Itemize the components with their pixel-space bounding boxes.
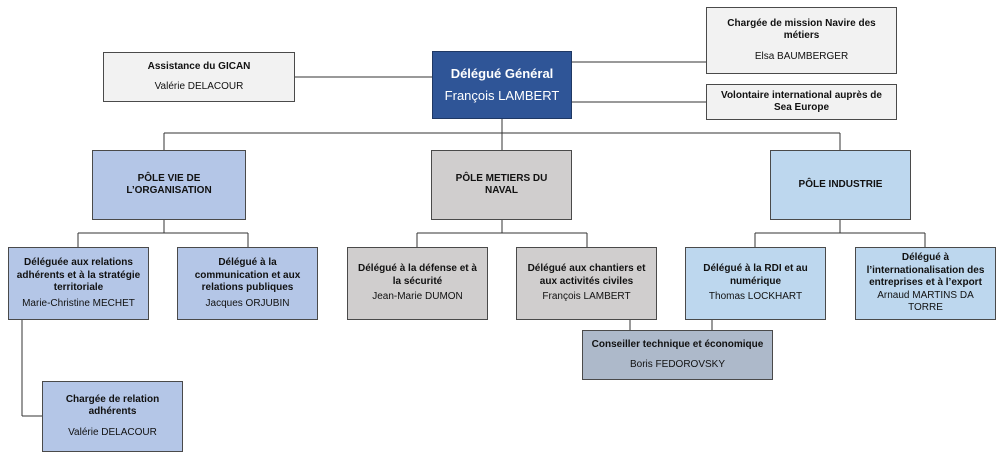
mission-navire-name: Elsa BAUMBERGER xyxy=(754,50,849,62)
delegue-name: Arnaud MARTINS DA TORRE xyxy=(877,289,974,314)
delegue-general-title: Délégué Général xyxy=(450,66,554,82)
delegue-name: François LAMBERT xyxy=(542,291,631,303)
delegue-title: Délégué à l’internationalisation des ent… xyxy=(866,252,985,289)
delegue-box-chantiers: Délégué aux chantiers et aux activités c… xyxy=(516,247,657,320)
delegue-title: Délégué à la communication et aux relati… xyxy=(194,257,301,293)
delegue-title: Délégué à la RDI et au numérique xyxy=(703,263,808,287)
delegue-name: Jean-Marie DUMON xyxy=(372,291,463,303)
conseiller-technique-box: Conseiller technique et économique Boris… xyxy=(582,330,773,380)
delegue-general-box: Délégué Général François LAMBERT xyxy=(432,51,572,119)
delegue-name: Marie-Christine MECHET xyxy=(22,297,135,309)
mission-navire-title: Chargée de mission Navire des métiers xyxy=(727,17,876,42)
pole-vie-organisation: PÔLE VIE DE L’ORGANISATION xyxy=(92,150,246,220)
delegue-box-rdi: Délégué à la RDI et au numérique Thomas … xyxy=(685,247,826,320)
assistance-title: Assistance du GICAN xyxy=(147,60,251,72)
assistance-name: Valérie DELACOUR xyxy=(154,81,244,92)
conseiller-name: Boris FEDOROVSKY xyxy=(629,359,726,370)
pole-title: PÔLE VIE DE L’ORGANISATION xyxy=(126,172,212,197)
delegue-general-name: François LAMBERT xyxy=(444,87,560,103)
assistance-gican-box: Assistance du GICAN Valérie DELACOUR xyxy=(103,52,295,102)
conseiller-title: Conseiller technique et économique xyxy=(591,338,764,350)
delegue-title: Délégué aux chantiers et aux activités c… xyxy=(527,263,646,287)
pole-industrie: PÔLE INDUSTRIE xyxy=(770,150,911,220)
volontaire-title: Volontaire international auprès de Sea E… xyxy=(721,89,882,114)
delegue-name: Thomas LOCKHART xyxy=(708,291,803,303)
mission-navire-box: Chargée de mission Navire des métiers El… xyxy=(706,7,897,74)
volontaire-box: Volontaire international auprès de Sea E… xyxy=(706,84,897,120)
pole-metiers-naval: PÔLE METIERS DU NAVAL xyxy=(431,150,572,220)
delegue-box-relations-adherents: Déléguée aux relations adhérents et à la… xyxy=(8,247,149,320)
delegue-box-communication: Délégué à la communication et aux relati… xyxy=(177,247,318,320)
chargee-relation-box: Chargée de relation adhérents Valérie DE… xyxy=(42,381,183,452)
delegue-name: Jacques ORJUBIN xyxy=(205,297,290,309)
chargee-relation-title: Chargée de relation adhérents xyxy=(65,393,160,418)
delegue-box-defense: Délégué à la défense et à la sécurité Je… xyxy=(347,247,488,320)
delegue-title: Délégué à la défense et à la sécurité xyxy=(358,263,477,287)
pole-title: PÔLE INDUSTRIE xyxy=(798,178,883,190)
delegue-title: Déléguée aux relations adhérents et à la… xyxy=(16,257,141,293)
pole-title: PÔLE METIERS DU NAVAL xyxy=(455,172,548,197)
chargee-relation-name: Valérie DELACOUR xyxy=(68,426,157,438)
delegue-box-export: Délégué à l’internationalisation des ent… xyxy=(855,247,996,320)
